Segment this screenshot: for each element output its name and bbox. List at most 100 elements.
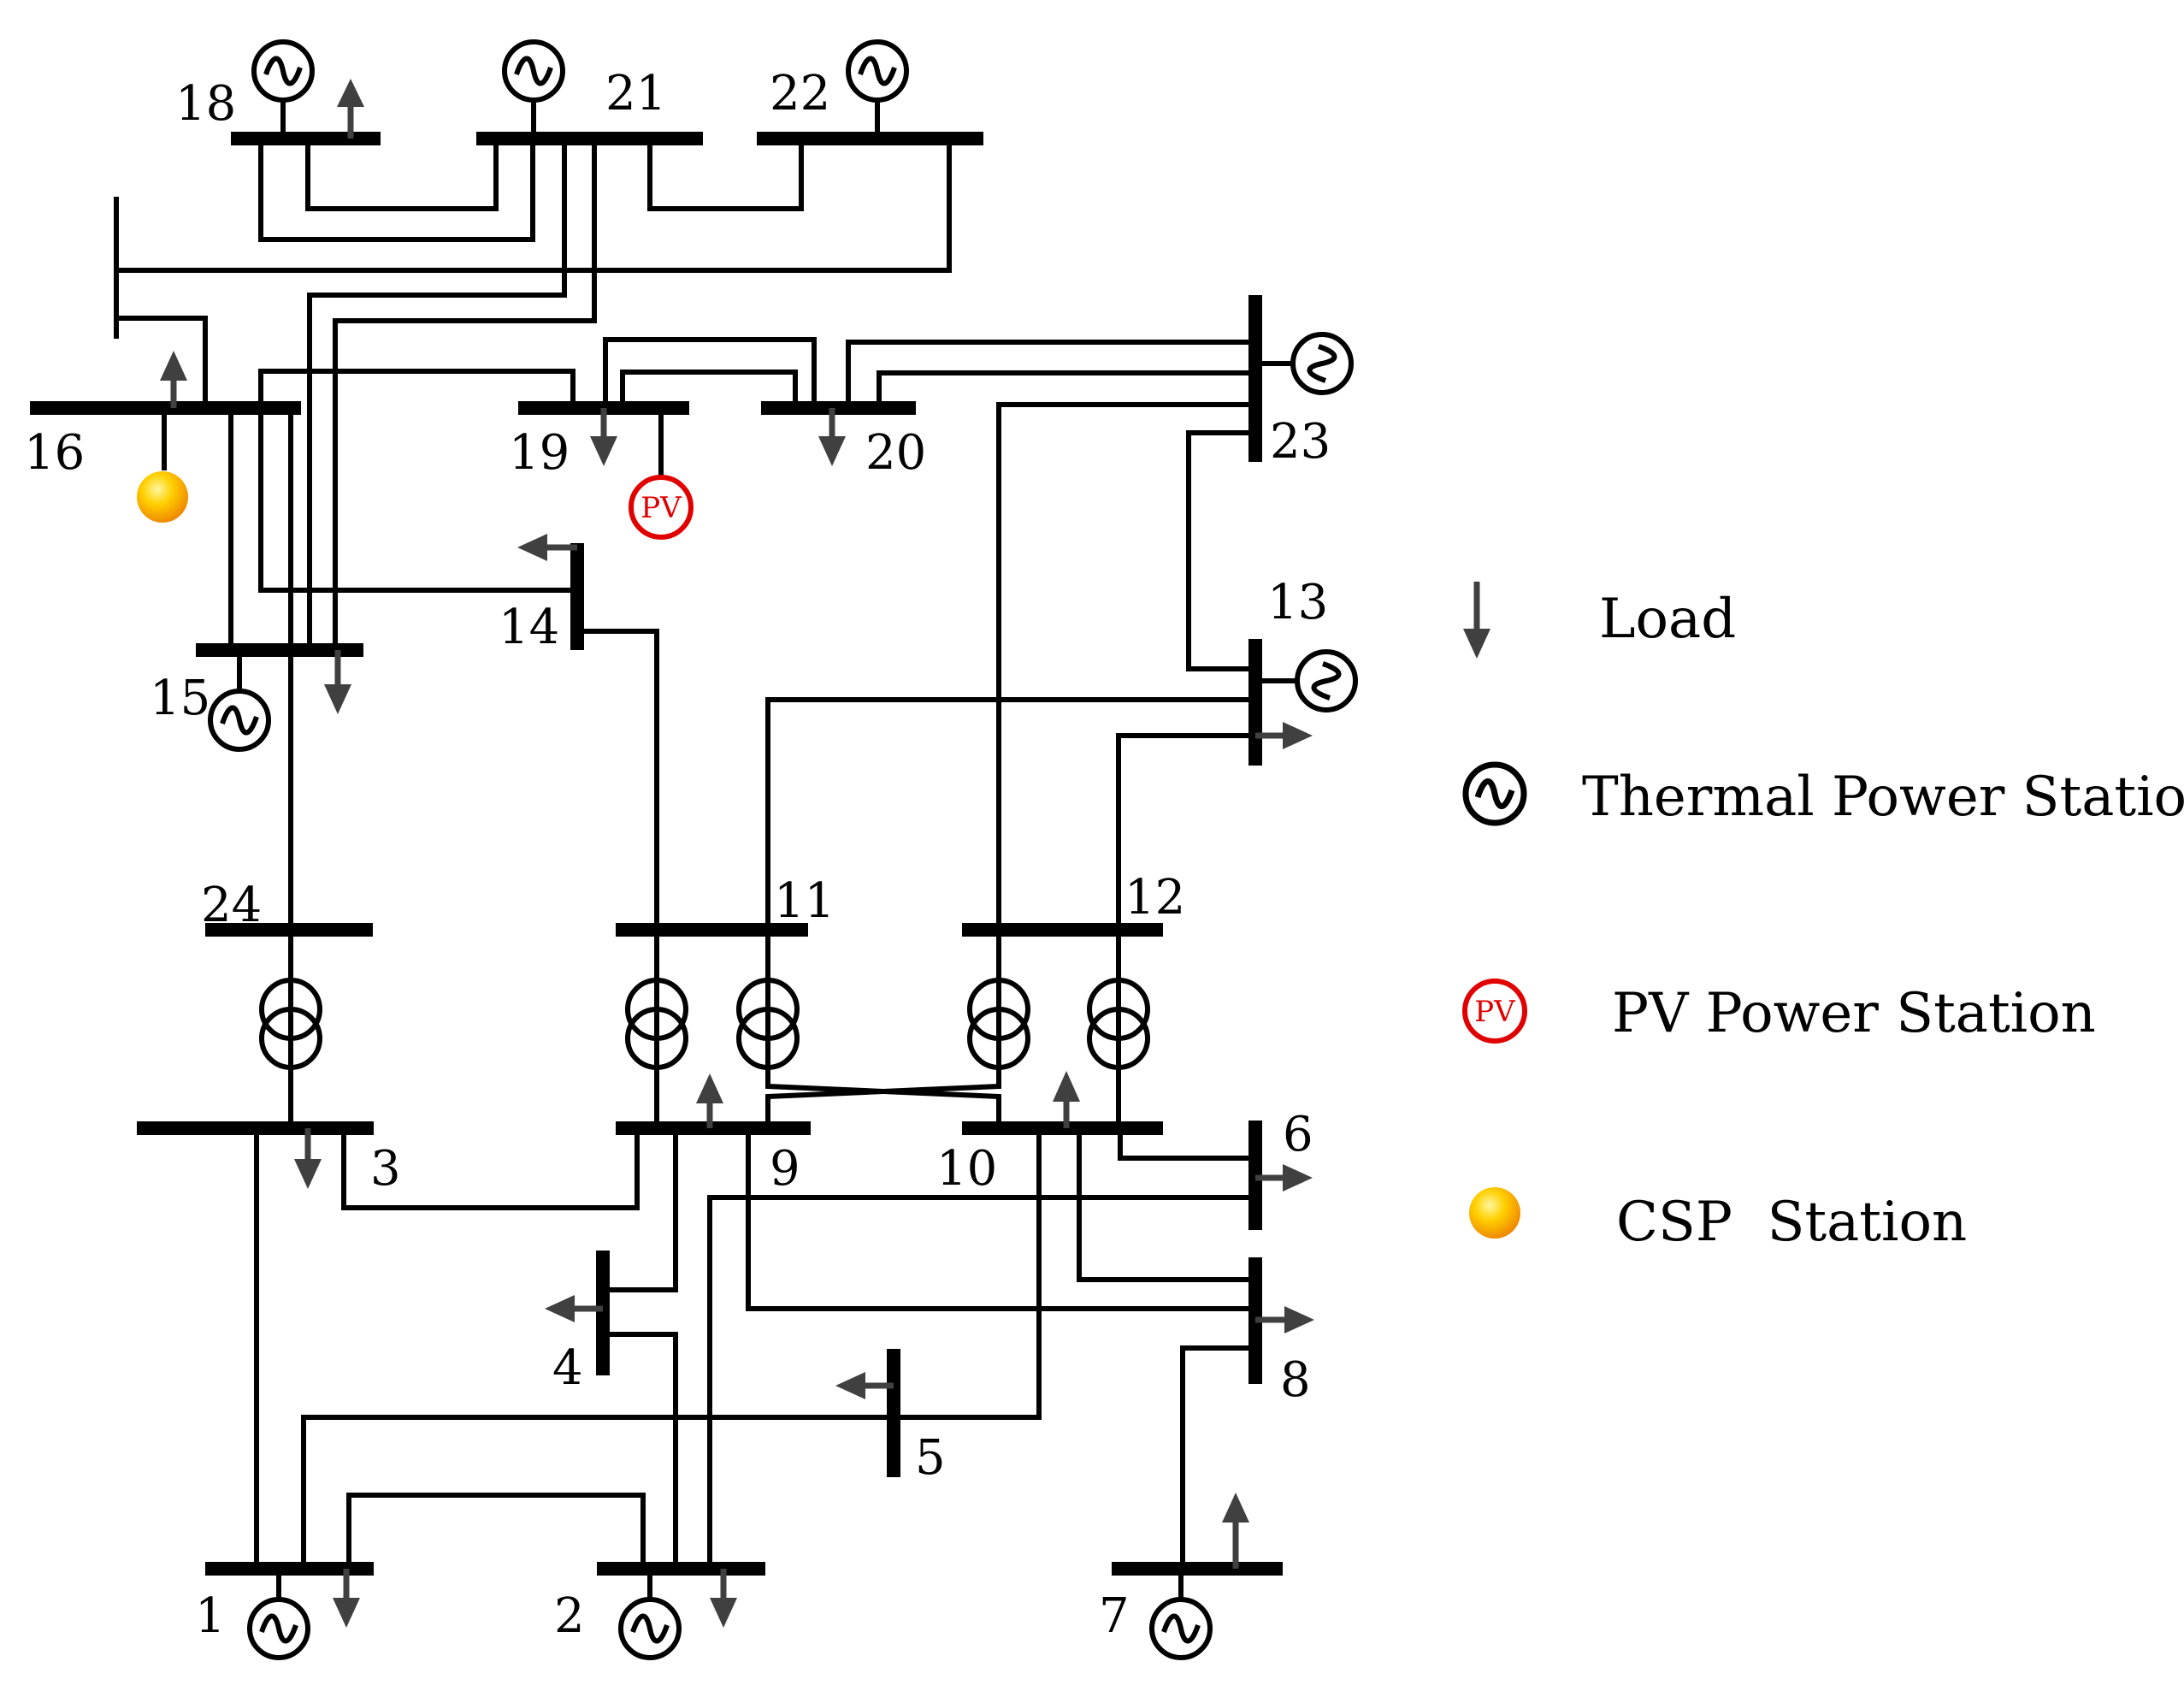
generators xyxy=(208,39,1358,1660)
load-arrow-icon xyxy=(835,1372,894,1399)
line-21-15a xyxy=(307,139,567,650)
transformer-12-10 xyxy=(1087,978,1150,1070)
line-22-16 xyxy=(116,139,952,273)
bus-label-21: 21 xyxy=(605,66,666,121)
bus-label-6: 6 xyxy=(1283,1107,1313,1162)
bus-label-9: 9 xyxy=(770,1141,800,1197)
legend-load-icon xyxy=(1463,582,1490,659)
bus-label-16: 16 xyxy=(24,425,85,481)
line-23-12 xyxy=(1186,430,1255,671)
generator-icon xyxy=(1290,332,1354,395)
line-6-2 xyxy=(707,1195,1255,1569)
bus-label-14: 14 xyxy=(499,600,559,655)
line-3-9 xyxy=(341,1128,640,1210)
legend: Load Thermal Power Station PV PV Power S… xyxy=(1462,582,2184,1254)
line-8-7 xyxy=(1180,1345,1255,1569)
bus-label-3: 3 xyxy=(370,1141,401,1197)
load-arrows xyxy=(160,79,1314,1628)
bus-label-12: 12 xyxy=(1124,870,1185,925)
generator-icon xyxy=(618,1597,682,1660)
transformer-12-9 xyxy=(967,978,1030,1070)
bus-label-10: 10 xyxy=(936,1141,997,1197)
generator-icon xyxy=(208,689,271,752)
generator-icon xyxy=(247,1597,310,1660)
generator-icon xyxy=(251,39,315,103)
load-arrow-icon xyxy=(818,408,846,466)
legend-csp-label: CSP Station xyxy=(1616,1191,1967,1254)
pv-label: PV xyxy=(640,491,682,525)
lead-11-10 xyxy=(765,930,1001,1128)
load-arrow-icon xyxy=(324,650,351,714)
legend-thermal-icon xyxy=(1462,761,1527,826)
pv-station-19: PV xyxy=(629,475,694,540)
load-arrow-icon xyxy=(1255,1306,1314,1333)
bus-label-19: 19 xyxy=(509,425,570,481)
line-20-23b xyxy=(877,370,1255,408)
line-13-12 xyxy=(1116,733,1255,930)
line-19-20b xyxy=(620,370,798,408)
generator-icon xyxy=(502,39,565,103)
legend-pv-icon xyxy=(1462,979,1527,1044)
line-16-riser-link xyxy=(116,316,208,408)
bus-label-8: 8 xyxy=(1280,1352,1311,1408)
load-arrow-icon xyxy=(517,534,577,561)
line-18-21a xyxy=(258,139,535,242)
line-23-10 xyxy=(996,402,1255,930)
line-4-2 xyxy=(603,1332,678,1569)
transformer-11-10 xyxy=(736,978,800,1070)
line-10-8 xyxy=(1077,1128,1255,1282)
load-arrow-icon xyxy=(337,79,364,139)
bus-label-1: 1 xyxy=(195,1588,226,1644)
line-10-5 xyxy=(894,1128,1042,1420)
line-19-20a xyxy=(603,337,817,408)
bus-label-2: 2 xyxy=(554,1588,585,1644)
bus-label-11: 11 xyxy=(774,873,835,929)
bus-label-5: 5 xyxy=(915,1430,946,1486)
load-arrow-icon xyxy=(294,1128,322,1189)
line-9-4 xyxy=(603,1128,678,1292)
generator-icon xyxy=(1295,649,1358,713)
bus-labels: 18 21 22 16 19 20 23 14 13 15 24 11 12 3… xyxy=(24,66,1331,1644)
load-arrow-icon xyxy=(1222,1493,1249,1569)
line-9-8 xyxy=(746,1128,1255,1311)
line-1-2 xyxy=(346,1493,646,1569)
transformers xyxy=(259,978,1150,1070)
line-18-16 xyxy=(305,139,499,211)
load-arrow-icon xyxy=(545,1295,603,1322)
bus-label-24: 24 xyxy=(201,878,262,933)
bus-label-20: 20 xyxy=(865,425,926,481)
load-arrow-icon xyxy=(1255,1164,1313,1192)
line-20-23a xyxy=(846,340,1255,408)
line-16-14 xyxy=(258,371,577,593)
line-21-15b xyxy=(333,139,597,650)
pv-icon xyxy=(629,475,694,540)
bus-label-4: 4 xyxy=(552,1340,583,1396)
legend-pv-icon-label: PV xyxy=(1474,995,1516,1029)
line-14-11 xyxy=(577,629,659,930)
lead-12-9 xyxy=(765,930,1001,1128)
load-arrow-icon xyxy=(1053,1071,1080,1128)
bus-label-18: 18 xyxy=(175,76,236,132)
bus-label-22: 22 xyxy=(770,66,830,121)
bus-label-7: 7 xyxy=(1099,1588,1130,1644)
line-10-6 xyxy=(1118,1128,1255,1161)
load-arrow-icon xyxy=(710,1569,737,1628)
csp-icon xyxy=(137,471,188,523)
transmission-lines xyxy=(114,100,1297,1600)
generator-icon xyxy=(1149,1597,1213,1660)
legend-thermal-label: Thermal Power Station xyxy=(1582,766,2184,829)
bus-label-23: 23 xyxy=(1270,414,1331,470)
legend-csp-icon xyxy=(1469,1187,1520,1239)
bus-label-13: 13 xyxy=(1267,575,1328,630)
line-5-1 xyxy=(301,1415,894,1569)
legend-pv-label: PV Power Station xyxy=(1612,982,2096,1045)
load-arrow-icon xyxy=(696,1073,723,1128)
load-arrow-icon xyxy=(333,1569,360,1628)
load-arrow-icon xyxy=(1255,722,1313,749)
load-arrow-icon xyxy=(590,408,617,466)
bus-label-15: 15 xyxy=(150,671,210,726)
legend-load-label: Load xyxy=(1599,588,1736,651)
generator-icon xyxy=(846,39,909,103)
line-13-11 xyxy=(765,697,1255,930)
